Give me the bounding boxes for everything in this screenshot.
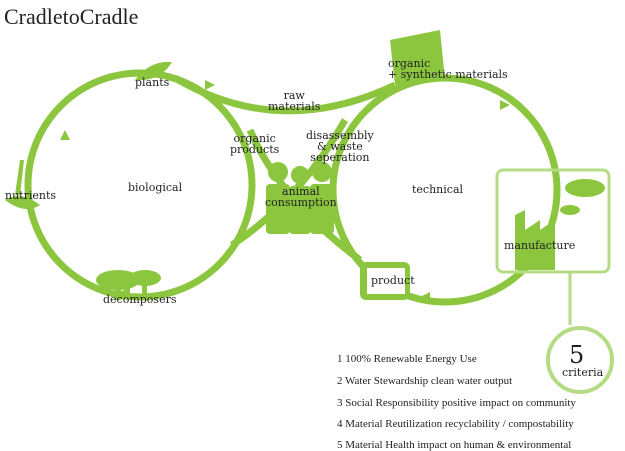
criteria-item: 3 Social Responsibility positive impact … — [337, 397, 576, 409]
raw-materials-arc — [173, 74, 397, 115]
materials-icon — [390, 30, 445, 85]
cloud-icon — [560, 205, 580, 215]
cloud-icon — [565, 179, 605, 197]
label-plants: plants — [135, 76, 170, 89]
criteria-circle — [546, 326, 614, 394]
nutrients-plant-icon — [5, 160, 40, 209]
label-decomposers: decomposers — [103, 293, 177, 306]
label-raw-materials: raw materials — [268, 89, 321, 113]
page-title: CradletoCradle — [4, 4, 139, 29]
label-disassembly: disassembly & waste seperation — [306, 129, 374, 164]
label-organic-products: organic products — [230, 132, 280, 156]
label-animal-consumption: animal consumption — [265, 185, 337, 209]
manufacture-box — [495, 168, 611, 274]
mushroom-icon — [129, 270, 161, 286]
label-product: product — [371, 274, 415, 287]
label-nutrients: nutrients — [5, 189, 57, 202]
mushroom-icon — [96, 270, 140, 290]
label-manufacture: manufacture — [504, 239, 576, 252]
biological-cycle — [24, 69, 256, 301]
plant-leaf-icon — [135, 61, 172, 81]
criteria-item: 4 Material Reutilization recyclability /… — [337, 418, 574, 430]
label-technical: technical — [412, 183, 464, 196]
label-biological: biological — [128, 181, 183, 194]
criteria-number: 5 — [569, 341, 585, 369]
criteria-item: 2 Water Stewardship clean water output — [337, 375, 513, 387]
people-icon — [266, 162, 334, 234]
flow-arrows — [60, 80, 510, 302]
factory-icon — [515, 210, 555, 270]
criteria-item: 5 Material Health impact on human & envi… — [337, 439, 572, 451]
criteria-label: criteria — [562, 366, 604, 379]
label-materials: organic + synthetic materials — [388, 57, 508, 81]
criteria-item: 1 100% Renewable Energy Use — [337, 353, 477, 365]
